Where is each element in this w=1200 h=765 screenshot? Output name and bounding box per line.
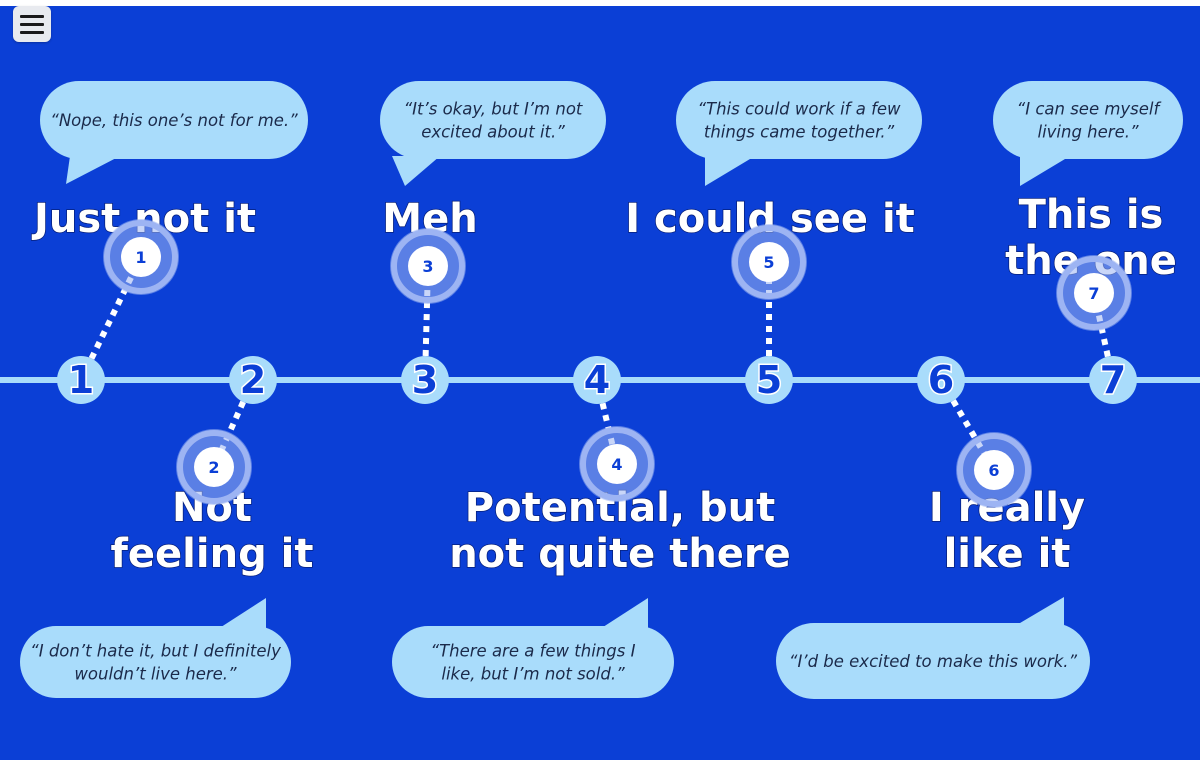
badge-number: 5 (763, 253, 774, 272)
quote-text: wouldn’t live here.” (74, 665, 237, 684)
tick-number: 6 (928, 358, 954, 402)
bubble-body (993, 81, 1183, 159)
quote-text: excited about it.” (421, 123, 565, 142)
tick-number: 5 (756, 358, 782, 402)
bubble-tail (1020, 156, 1070, 186)
speech-bubble-3: “It’s okay, but I’m not excited about it.… (380, 81, 606, 186)
badge-ring (957, 433, 1031, 507)
bubble-body (20, 626, 291, 698)
quote-text: “There are a few things I (431, 642, 636, 661)
quote-text: “I don’t hate it, but I definitely (30, 642, 281, 661)
tick-number: 4 (584, 358, 610, 402)
hamburger-menu-icon (20, 14, 44, 18)
menu-button[interactable] (13, 6, 51, 42)
number-badges: 1 2 3 4 5 6 7 (103, 219, 1132, 508)
badge-ring (1057, 256, 1131, 330)
timeline-tick-1: 1 (57, 356, 105, 404)
number-badge-6: 6 (956, 432, 1032, 508)
speech-bubble-7: “I can see myself living here.” (993, 81, 1183, 186)
bubble-tail (1015, 597, 1064, 626)
badge-ring (177, 430, 251, 504)
timeline-tick-6: 6 (917, 356, 965, 404)
bubble-body (40, 81, 308, 159)
tick-circle (229, 356, 277, 404)
timeline-tick-4: 4 (573, 356, 621, 404)
badge-core (974, 450, 1014, 490)
number-badge-3: 3 (390, 228, 466, 304)
rating-title-line: like it (944, 531, 1071, 577)
tick-circle (57, 356, 105, 404)
badge-core (194, 447, 234, 487)
badge-core (597, 444, 637, 484)
number-badge-1: 1 (103, 219, 179, 295)
tick-circle (401, 356, 449, 404)
rating-title-line: feeling it (111, 531, 314, 577)
tick-circle (745, 356, 793, 404)
bubble-tail (600, 598, 648, 629)
bubble-tail (392, 156, 440, 186)
bubble-body (676, 81, 922, 159)
hamburger-bar (20, 22, 44, 26)
number-badge-7: 7 (1056, 255, 1132, 331)
quote-text: “I can see myself (1017, 100, 1162, 119)
rating-scale-diagram: 1 2 3 4 5 6 7 “Nope, this one’s not for me.” “I… (0, 6, 1200, 760)
badge-ring (580, 427, 654, 501)
tick-circle (917, 356, 965, 404)
badge-number: 7 (1088, 284, 1099, 303)
speech-bubble-4: “There are a few things I like, but I’m n… (392, 598, 674, 698)
quote-text: “This could work if a few (697, 100, 901, 119)
tick-circle (1089, 356, 1137, 404)
timeline-tick-5: 5 (745, 356, 793, 404)
badge-core (408, 246, 448, 286)
speech-bubble-1: “Nope, this one’s not for me.” (40, 81, 308, 184)
badge-number: 2 (208, 458, 219, 477)
rating-title-line: not quite there (449, 531, 791, 577)
bubble-tail (66, 156, 120, 184)
badge-core (1074, 273, 1114, 313)
rating-title-line: I really (929, 485, 1085, 531)
bubble-body (392, 626, 674, 698)
bubble-tail (218, 598, 266, 629)
bubble-body (380, 81, 606, 159)
timeline-tick-2: 2 (229, 356, 277, 404)
badge-number: 3 (422, 257, 433, 276)
speech-bubble-6: “I’d be excited to make this work.” (776, 597, 1090, 699)
number-badge-2: 2 (176, 429, 252, 505)
tick-number: 2 (240, 358, 266, 402)
quote-text: things came together.” (704, 123, 895, 142)
tick-number: 1 (68, 358, 94, 402)
diagram-svg: 1 2 3 4 5 6 7 “Nope, this one’s not for me.” “I… (0, 81, 1200, 699)
speech-bubbles: “Nope, this one’s not for me.” “I don’t h… (20, 81, 1183, 699)
tick-circle (573, 356, 621, 404)
quote-text: “I’d be excited to make this work.” (789, 652, 1078, 671)
badge-number: 6 (988, 461, 999, 480)
badge-number: 4 (611, 455, 622, 474)
quote-text: “It’s okay, but I’m not (404, 100, 583, 119)
timeline-tick-3: 3 (401, 356, 449, 404)
badge-core (749, 242, 789, 282)
quote-text: living here.” (1037, 123, 1138, 142)
badge-core (121, 237, 161, 277)
timeline-tick-7: 7 (1089, 356, 1137, 404)
badge-number: 1 (135, 248, 146, 267)
speech-bubble-2: “I don’t hate it, but I definitely wouldn… (20, 598, 291, 698)
tick-number: 7 (1100, 358, 1126, 402)
badge-ring (732, 225, 806, 299)
number-badge-5: 5 (731, 224, 807, 300)
speech-bubble-5: “This could work if a few things came tog… (676, 81, 922, 186)
badge-ring (104, 220, 178, 294)
hamburger-bar (20, 30, 44, 34)
quote-text: like, but I’m not sold.” (441, 665, 625, 684)
bubble-tail (705, 156, 755, 186)
quote-text: “Nope, this one’s not for me.” (50, 111, 298, 130)
rating-title-line: This is (1019, 192, 1164, 238)
tick-number: 3 (412, 358, 438, 402)
bubble-body (776, 623, 1090, 699)
timeline-ticks: 1 2 3 4 5 6 7 (57, 356, 1137, 404)
number-badge-4: 4 (579, 426, 655, 502)
badge-ring (391, 229, 465, 303)
